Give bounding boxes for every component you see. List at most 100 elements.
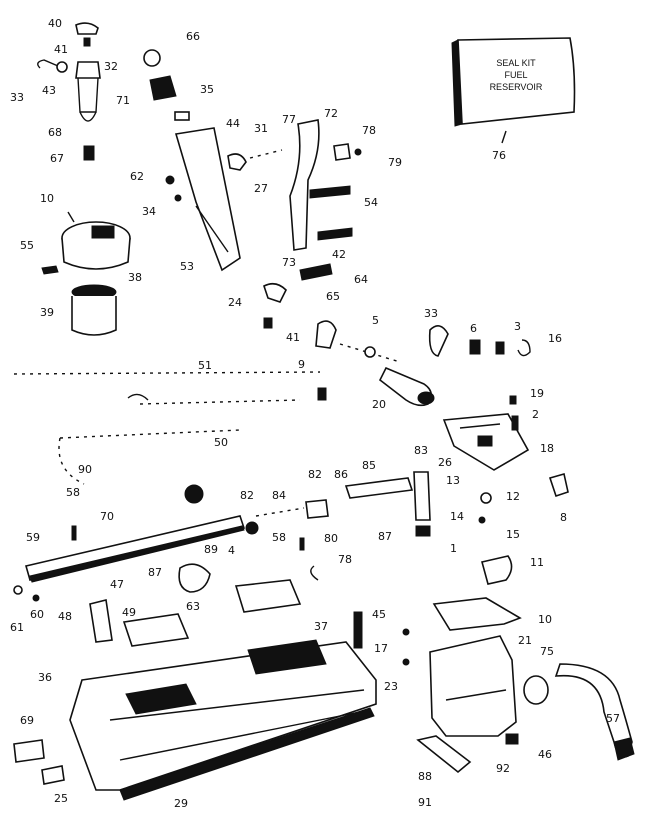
bracket-linkage xyxy=(165,119,362,349)
callout-label: 41 xyxy=(286,331,300,344)
callout-label: 87 xyxy=(148,566,162,579)
callout-labels: 40 41 66 32 33 43 71 35 68 44 31 77 72 7… xyxy=(10,17,620,810)
callout-label: 84 xyxy=(272,489,286,502)
callout-label: 9 xyxy=(298,358,305,371)
callout-label: 78 xyxy=(362,124,376,137)
callout-label: 44 xyxy=(226,117,240,130)
callout-label: 54 xyxy=(364,196,378,209)
callout-label: 18 xyxy=(540,442,554,455)
callout-label: 70 xyxy=(100,510,114,523)
callout-label: 5 xyxy=(372,314,379,327)
callout-label: 40 xyxy=(48,17,62,30)
callout-label: 62 xyxy=(130,170,144,183)
callout-label: 75 xyxy=(540,645,554,658)
callout-label: 65 xyxy=(326,290,340,303)
callout-label: 82 xyxy=(308,468,322,481)
callout-label: 47 xyxy=(110,578,124,591)
callout-label: 92 xyxy=(496,762,510,775)
callout-label: 31 xyxy=(254,122,268,135)
callout-label: 82 xyxy=(240,489,254,502)
callout-label: 77 xyxy=(282,113,296,126)
callout-label: 59 xyxy=(26,531,40,544)
seal-kit-part-number: 76 xyxy=(492,149,506,162)
callout-label: 12 xyxy=(506,490,520,503)
callout-label: 60 xyxy=(30,608,44,621)
callout-label: 55 xyxy=(20,239,34,252)
callout-label: 80 xyxy=(324,532,338,545)
callout-label: 86 xyxy=(334,468,348,481)
callout-label: 6 xyxy=(470,322,477,335)
callout-label: 4 xyxy=(228,544,235,557)
callout-label: 29 xyxy=(174,797,188,810)
fuel-rail xyxy=(13,515,246,602)
callout-label: 71 xyxy=(116,94,130,107)
callout-label: 41 xyxy=(54,43,68,56)
seal-kit-line-1: SEAL KIT xyxy=(496,58,536,68)
seal-kit-line-2: FUEL xyxy=(504,70,527,80)
callout-label: 51 xyxy=(198,359,212,372)
callout-label: 67 xyxy=(50,152,64,165)
callout-label: 42 xyxy=(332,248,346,261)
callout-label: 50 xyxy=(214,436,228,449)
callout-label: 19 xyxy=(530,387,544,400)
callout-label: 14 xyxy=(450,510,464,523)
fuel-lines xyxy=(13,371,431,581)
callout-label: 34 xyxy=(142,205,156,218)
callout-label: 46 xyxy=(538,748,552,761)
callout-label: 25 xyxy=(54,792,68,805)
callout-label: 63 xyxy=(186,600,200,613)
callout-label: 2 xyxy=(532,408,539,421)
intake-manifold xyxy=(13,563,410,801)
callout-label: 21 xyxy=(518,634,532,647)
callout-label: 58 xyxy=(272,531,286,544)
pump-parts xyxy=(339,325,569,585)
callout-label: 78 xyxy=(338,553,352,566)
callout-label: 16 xyxy=(548,332,562,345)
callout-label: 43 xyxy=(42,84,56,97)
callout-label: 87 xyxy=(378,530,392,543)
callout-label: 64 xyxy=(354,273,368,286)
callout-label: 32 xyxy=(104,60,118,73)
callout-label: 61 xyxy=(10,621,24,634)
callout-label: 88 xyxy=(418,770,432,783)
callout-label: 57 xyxy=(606,712,620,725)
callout-label: 11 xyxy=(530,556,544,569)
callout-label: 3 xyxy=(514,320,521,333)
callout-label: 37 xyxy=(314,620,328,633)
callout-label: 39 xyxy=(40,306,54,319)
callout-label: 68 xyxy=(48,126,62,139)
callout-label: 33 xyxy=(10,91,24,104)
callout-label: 48 xyxy=(58,610,72,623)
fuel-filter-assembly xyxy=(37,22,190,336)
callout-label: 10 xyxy=(538,613,552,626)
throttle-body xyxy=(416,597,635,774)
callout-label: 24 xyxy=(228,296,242,309)
callout-label: 58 xyxy=(66,486,80,499)
callout-label: 35 xyxy=(200,83,214,96)
callout-label: 13 xyxy=(446,474,460,487)
callout-label: 72 xyxy=(324,107,338,120)
callout-label: 17 xyxy=(374,642,388,655)
callout-label: 69 xyxy=(20,714,34,727)
callout-label: 15 xyxy=(506,528,520,541)
callout-label: 53 xyxy=(180,260,194,273)
callout-label: 1 xyxy=(450,542,457,555)
callout-label: 83 xyxy=(414,444,428,457)
callout-label: 85 xyxy=(362,459,376,472)
callout-label: 89 xyxy=(204,543,218,556)
callout-label: 33 xyxy=(424,307,438,320)
callout-label: 26 xyxy=(438,456,452,469)
callout-label: 8 xyxy=(560,511,567,524)
callout-label: 10 xyxy=(40,192,54,205)
callout-label: 36 xyxy=(38,671,52,684)
callout-label: 38 xyxy=(128,271,142,284)
seal-kit-line-3: RESERVOIR xyxy=(490,82,543,92)
callout-label: 73 xyxy=(282,256,296,269)
callout-label: 20 xyxy=(372,398,386,411)
callout-label: 66 xyxy=(186,30,200,43)
callout-label: 91 xyxy=(418,796,432,809)
callout-label: 90 xyxy=(78,463,92,476)
callout-label: 23 xyxy=(384,680,398,693)
callout-label: 45 xyxy=(372,608,386,621)
